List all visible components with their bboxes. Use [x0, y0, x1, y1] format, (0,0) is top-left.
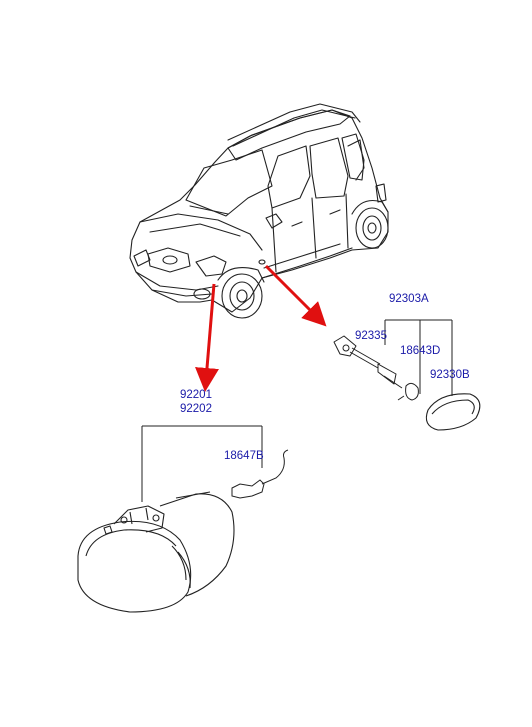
arrow-to-fog-lamp: [195, 283, 219, 392]
fog-bulb-drawing: [231, 449, 289, 499]
car-illustration: [129, 103, 389, 319]
leader-lines: [141, 319, 453, 502]
label-fog-lamp-lh: 92201: [180, 389, 212, 401]
label-side-repeater-assy: 92303A: [389, 293, 429, 305]
arrow-to-side-repeater: [264, 264, 327, 327]
label-side-lens: 92330B: [430, 369, 470, 381]
callout-arrows: [195, 264, 327, 392]
label-side-bulb: 18643D: [400, 345, 441, 357]
side-lens-drawing: [425, 393, 481, 431]
label-fog-bulb: 18647B: [224, 450, 264, 462]
side-bulb-drawing: [397, 382, 419, 401]
fog-lamp-drawing: [77, 491, 235, 613]
label-fog-lamp-rh: 92202: [180, 403, 212, 415]
label-socket-assy: 92335: [355, 330, 387, 342]
socket-assy-drawing: [333, 335, 403, 389]
